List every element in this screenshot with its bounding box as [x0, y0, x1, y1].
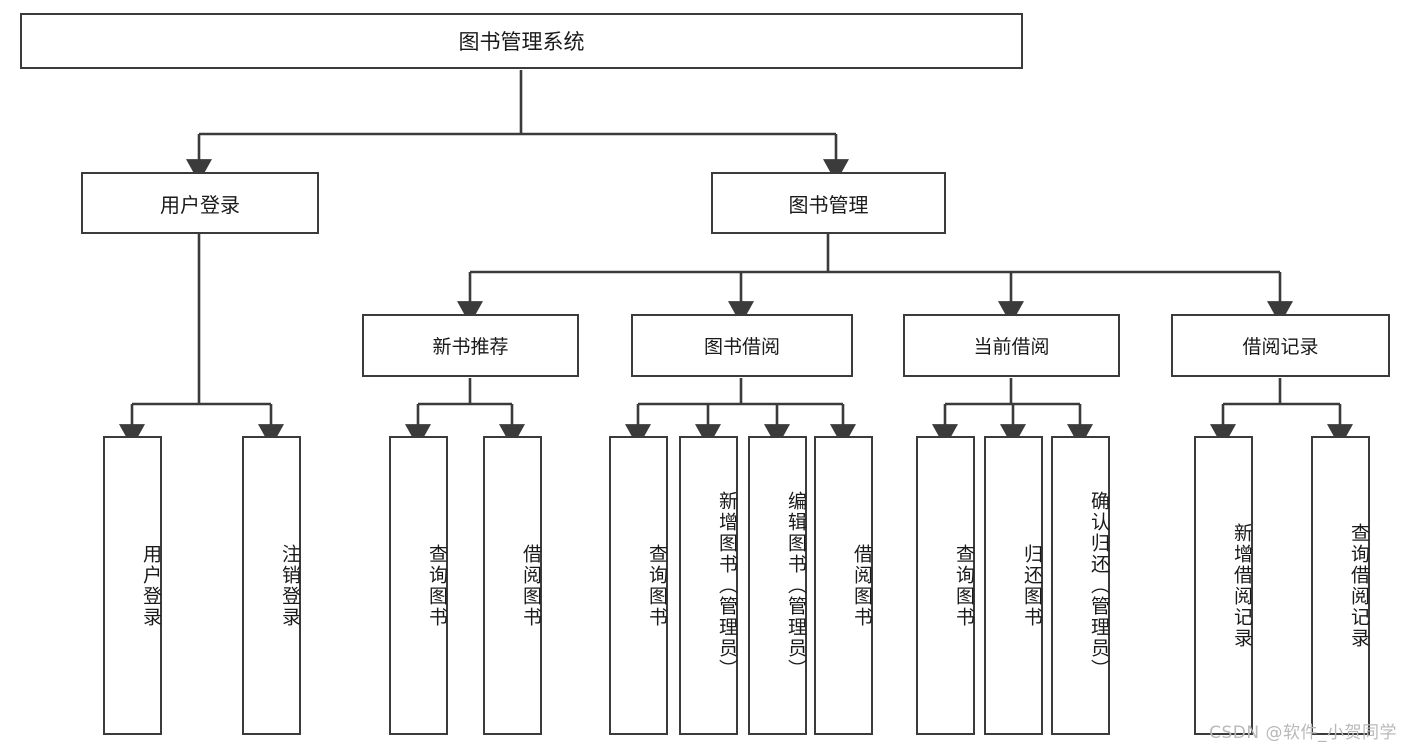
node-current-borrow-label: 当前借阅	[973, 336, 1050, 358]
node-leaf-edit-book[interactable]: 编辑图书（管理员）	[748, 436, 807, 735]
node-leaf-return-book-label: 归还图书	[1021, 543, 1043, 628]
node-new-book-recommend-label: 新书推荐	[432, 336, 509, 358]
node-leaf-query-book-3[interactable]: 查询图书	[916, 436, 975, 735]
node-leaf-user-login[interactable]: 用户登录	[103, 436, 162, 735]
node-new-book-recommend[interactable]: 新书推荐	[362, 314, 579, 377]
node-leaf-borrow-book-1[interactable]: 借阅图书	[483, 436, 542, 735]
node-leaf-query-record-label: 查询借阅记录	[1348, 522, 1370, 649]
node-leaf-add-record[interactable]: 新增借阅记录	[1194, 436, 1253, 735]
node-leaf-query-record[interactable]: 查询借阅记录	[1311, 436, 1370, 735]
csdn-watermark: CSDN @软件_小贺同学	[1209, 723, 1397, 743]
node-leaf-add-record-label: 新增借阅记录	[1231, 522, 1253, 649]
node-root-label: 图书管理系统	[458, 30, 585, 54]
node-leaf-confirm-return[interactable]: 确认归还（管理员）	[1051, 436, 1110, 735]
node-book-manage-label: 图书管理	[788, 192, 869, 217]
node-leaf-query-book-1[interactable]: 查询图书	[389, 436, 448, 735]
node-leaf-return-book[interactable]: 归还图书	[984, 436, 1043, 735]
node-book-manage[interactable]: 图书管理	[711, 172, 946, 234]
node-leaf-add-book-label: 新增图书（管理员）	[716, 491, 738, 680]
node-leaf-user-logout-label: 注销登录	[279, 543, 301, 628]
node-leaf-query-book-1-label: 查询图书	[426, 543, 448, 628]
node-leaf-edit-book-label: 编辑图书（管理员）	[785, 491, 807, 680]
node-leaf-query-book-2-label: 查询图书	[646, 543, 668, 628]
node-borrow-record[interactable]: 借阅记录	[1171, 314, 1390, 377]
node-leaf-borrow-book-2[interactable]: 借阅图书	[814, 436, 873, 735]
node-user-login-label: 用户登录	[160, 192, 240, 217]
node-leaf-confirm-return-label: 确认归还（管理员）	[1088, 491, 1110, 680]
node-borrow-record-label: 借阅记录	[1242, 336, 1319, 358]
node-current-borrow[interactable]: 当前借阅	[903, 314, 1120, 377]
node-leaf-query-book-3-label: 查询图书	[953, 543, 975, 628]
node-leaf-add-book[interactable]: 新增图书（管理员）	[679, 436, 738, 735]
node-leaf-borrow-book-1-label: 借阅图书	[520, 543, 542, 628]
node-leaf-query-book-2[interactable]: 查询图书	[609, 436, 668, 735]
node-leaf-borrow-book-2-label: 借阅图书	[851, 543, 873, 628]
node-user-login[interactable]: 用户登录	[81, 172, 319, 234]
node-leaf-user-logout[interactable]: 注销登录	[242, 436, 301, 735]
node-root[interactable]: 图书管理系统	[20, 13, 1023, 69]
node-leaf-user-login-label: 用户登录	[140, 543, 162, 628]
node-book-borrow[interactable]: 图书借阅	[631, 314, 853, 377]
node-book-borrow-label: 图书借阅	[703, 336, 780, 358]
